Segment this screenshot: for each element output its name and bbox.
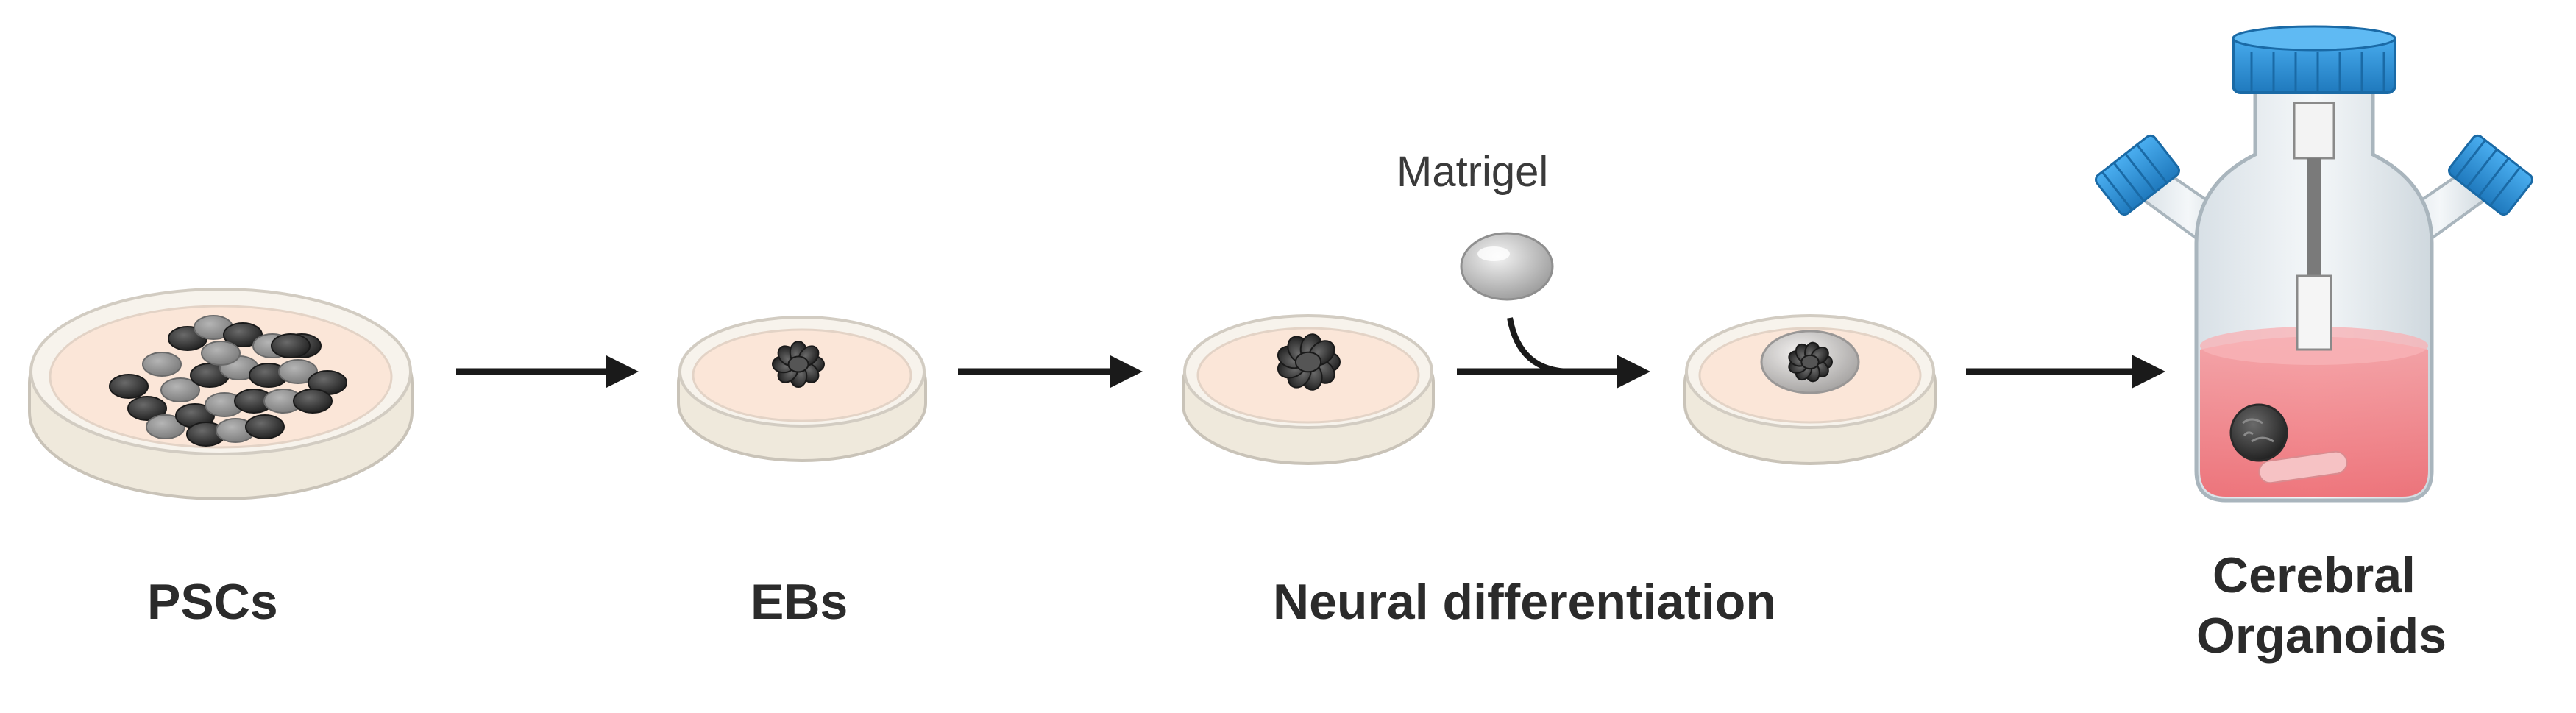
cell — [245, 414, 285, 439]
cell — [127, 396, 167, 421]
stage-label-ebs: EBs — [751, 574, 848, 630]
stage-label-neural: Neural differentiation — [1273, 574, 1776, 630]
embryoid-body — [772, 341, 825, 388]
flask-cap — [2232, 25, 2396, 94]
stage-label-pscs: PSCs — [147, 574, 278, 630]
stirrer-rod — [2307, 158, 2321, 276]
stage-label-organoids-line2: Organoids — [2196, 607, 2447, 664]
cell — [201, 341, 241, 366]
matrigel-curve — [1507, 317, 1572, 375]
cell — [787, 355, 809, 373]
cell — [271, 333, 311, 358]
petri-dish-pscs — [28, 288, 414, 500]
matrigel-label: Matrigel — [1397, 148, 1549, 196]
cell — [293, 389, 333, 414]
stage-label-organoids: Cerebral Organoids — [2196, 546, 2447, 666]
embedded-rosette — [1788, 341, 1833, 383]
stage-label-organoids-line1: Cerebral — [2213, 547, 2416, 603]
cell — [1294, 351, 1322, 373]
cell — [146, 414, 185, 439]
stirrer-paddle — [2296, 274, 2332, 351]
petri-dish-neural-1 — [1182, 314, 1435, 465]
cell — [223, 322, 263, 347]
cell — [142, 352, 182, 377]
petri-dish-ebs — [677, 316, 927, 462]
spinner-flask — [2095, 25, 2533, 503]
cerebral-organoid — [2229, 403, 2288, 462]
cell — [160, 377, 200, 402]
stem-cell-colonies — [109, 315, 347, 447]
neural-rosette — [1277, 333, 1341, 391]
stirrer-top — [2293, 102, 2335, 160]
cell — [109, 374, 149, 399]
cell — [1800, 354, 1820, 370]
matrigel-droplet — [1460, 232, 1554, 301]
petri-dish-neural-2 — [1683, 314, 1937, 465]
cell — [278, 359, 318, 384]
